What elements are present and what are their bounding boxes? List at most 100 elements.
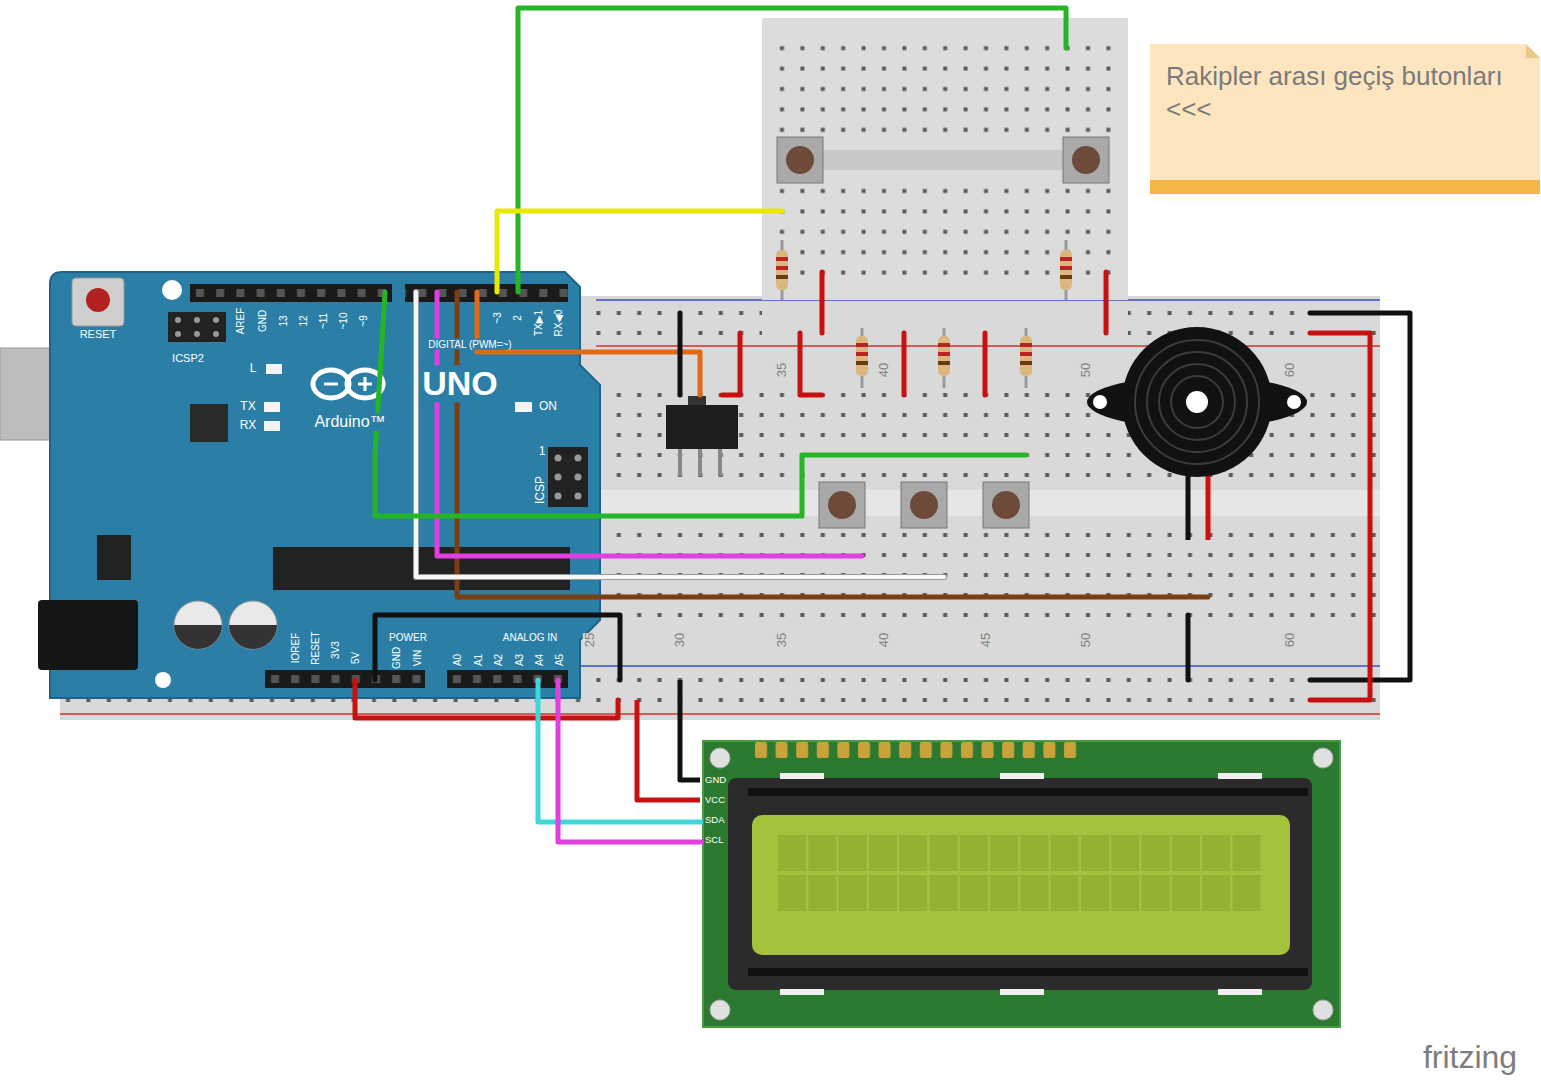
note-text: <<<: [1166, 93, 1516, 126]
piezo-buzzer: [1186, 391, 1208, 413]
jumper-wire: [375, 615, 620, 680]
board-label: 2: [512, 314, 523, 322]
resistor-symbol: [1020, 343, 1032, 347]
lcd-character-cell: [1172, 835, 1200, 871]
jumper-wire: [536, 680, 541, 700]
jumper-wire: [1186, 615, 1191, 680]
lcd-1602-module: [748, 968, 1308, 976]
arduino-uno: [264, 402, 280, 412]
slide-switch: [718, 445, 722, 476]
board-label: RESET: [310, 630, 321, 665]
piezo-buzzer: [1186, 470, 1191, 540]
resistor-symbol: [776, 257, 788, 261]
main-breadboard: [60, 713, 1380, 715]
resistor-symbol: [1060, 266, 1072, 270]
arduino-uno: [0, 272, 600, 698]
resistor-symbol: [1060, 275, 1072, 279]
arduino-uno: [447, 670, 568, 688]
board-label: A1: [473, 653, 484, 667]
resistor-symbol: [856, 336, 868, 376]
piezo-buzzer: [1135, 340, 1259, 464]
jumper-wire: [416, 292, 944, 577]
column-number: 40: [877, 633, 891, 647]
lcd-character-cell: [930, 875, 958, 911]
piezo-buzzer: [1287, 395, 1301, 409]
piezo-buzzer: [1087, 327, 1307, 540]
resistor-symbol: [938, 336, 950, 376]
jumper-wire: [1310, 313, 1410, 680]
lcd-character-cell: [869, 835, 897, 871]
board-label: ANALOG IN: [502, 632, 558, 643]
main-breadboard: [575, 296, 1380, 688]
piezo-buzzer: [1122, 327, 1272, 477]
board-label: ~3: [492, 311, 503, 324]
arduino-uno: [229, 625, 277, 649]
upper-breadboard: [800, 150, 1090, 170]
board-label: IOREF: [290, 632, 301, 665]
board-label: TX▶1: [533, 309, 544, 337]
lcd-character-cell: [778, 835, 806, 871]
jumper-wire: [800, 333, 822, 395]
arduino-uno: [229, 601, 277, 649]
board-label: VIN: [412, 649, 423, 668]
board-label: AREF: [235, 307, 246, 336]
lcd-character-cell: [778, 875, 806, 911]
piezo-buzzer: [1147, 352, 1247, 452]
lcd-character-cell: [990, 875, 1018, 911]
lcd-1602-module: [1000, 989, 1044, 995]
board-label: TX: [239, 400, 256, 413]
lcd-character-cell: [960, 835, 988, 871]
arduino-uno: [86, 288, 110, 312]
jumper-wire: [457, 292, 1208, 597]
lcd-character-cell: [839, 835, 867, 871]
push-button: [1072, 146, 1100, 174]
arduino-uno: [213, 317, 219, 323]
lcd-1602-module: [1313, 748, 1333, 768]
resistor-symbol: [938, 343, 950, 347]
jumper-wire: [355, 680, 618, 718]
arduino-uno: [194, 331, 200, 337]
arduino-uno: [405, 284, 568, 302]
resistor-symbol: [776, 240, 1072, 388]
lcd-character-cell: [1233, 875, 1261, 911]
resistor-symbol: [938, 352, 950, 356]
lcd-character-cell: [1081, 835, 1109, 871]
jumper-wire: [983, 333, 988, 395]
lcd-1602-module: [780, 989, 824, 995]
lcd-1602-module: [710, 1000, 730, 1020]
jumper-wire: [1104, 272, 1109, 333]
pin-label: SCL: [704, 835, 724, 845]
lcd-character-cell: [1142, 835, 1170, 871]
board-label: POWER: [388, 632, 428, 643]
column-number: 50: [1079, 633, 1093, 647]
column-number: 60: [1283, 633, 1297, 647]
arduino-uno: [313, 370, 349, 398]
resistor-symbol: [776, 266, 788, 270]
arduino-uno: [162, 280, 182, 300]
lcd-character-cell: [808, 875, 836, 911]
jumper-wire: [637, 700, 700, 800]
arduino-uno: [364, 377, 367, 391]
board-label: L: [249, 362, 258, 375]
jumper-wire: [416, 292, 944, 577]
lcd-1602-module: [780, 773, 824, 779]
board-label: RESET: [79, 328, 118, 340]
lcd-character-cell: [960, 875, 988, 911]
lcd-character-cell: [808, 835, 836, 871]
note-box: Rakipler arası geçiş butonları<<<: [1150, 44, 1540, 194]
arduino-uno: [575, 455, 582, 462]
arduino-uno: [265, 670, 425, 688]
lcd-character-cell: [899, 835, 927, 871]
arduino-uno: [405, 284, 568, 302]
jumper-wire: [556, 680, 561, 700]
board-label: UNO: [421, 365, 499, 402]
lcd-character-cell: [778, 835, 1261, 911]
arduino-uno: [273, 547, 570, 590]
lcd-character-cell: [1172, 875, 1200, 911]
arduino-uno: [175, 331, 181, 337]
board-label: A4: [534, 653, 545, 667]
signal-wire: [558, 698, 703, 842]
upper-breadboard: [762, 18, 1128, 300]
main-breadboard: [575, 490, 1380, 516]
